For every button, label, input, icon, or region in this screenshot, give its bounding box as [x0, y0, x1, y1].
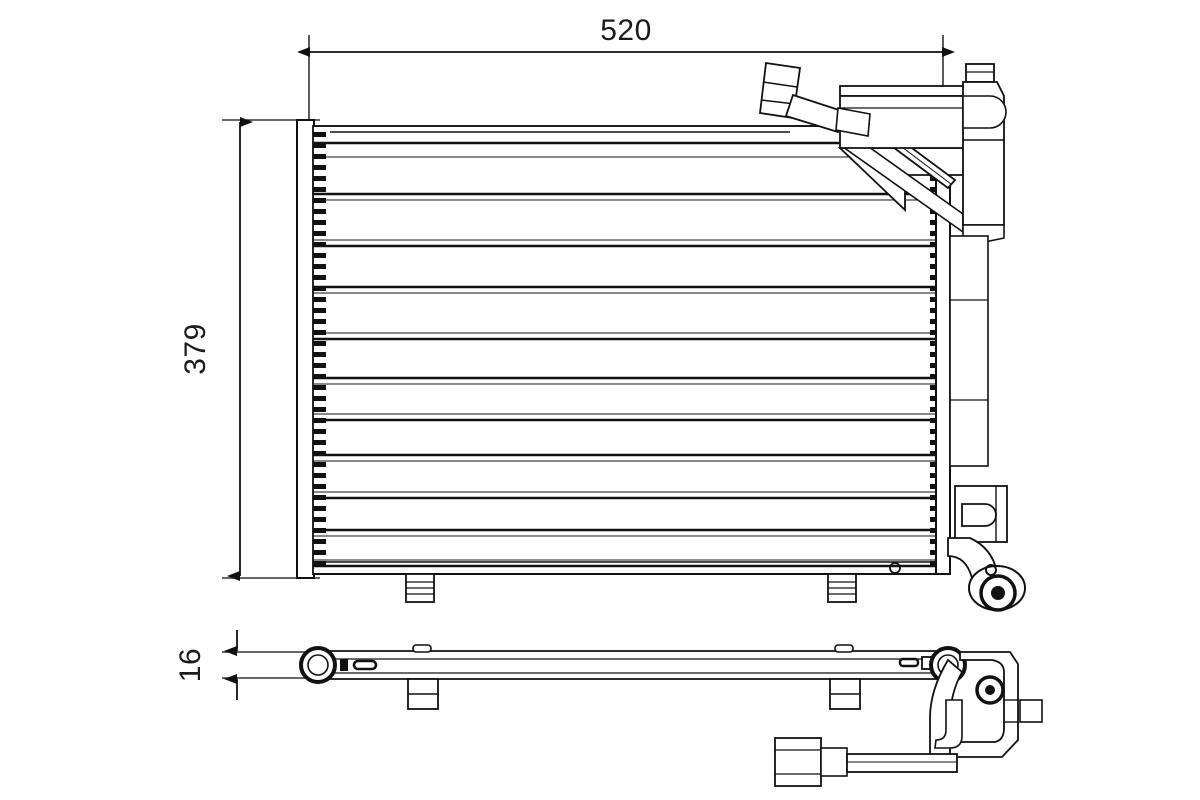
left-mount-eyelet	[299, 646, 337, 684]
port-flange	[835, 107, 871, 137]
profile-mark-square	[340, 659, 348, 671]
bracket-side-lug	[1019, 699, 1043, 723]
left-fin-teeth	[313, 132, 326, 566]
drier-cap	[965, 63, 995, 83]
fin-tooth	[313, 352, 326, 357]
fin-tooth	[313, 319, 326, 324]
fin-tooth	[313, 297, 326, 302]
fin-tooth	[313, 220, 326, 225]
fin-tooth	[313, 198, 326, 203]
profile-mark-slot	[352, 659, 378, 671]
fin-tooth	[313, 396, 326, 401]
left-header-body	[296, 119, 315, 579]
fin-tooth	[313, 165, 326, 170]
bottom-view	[299, 644, 1043, 787]
profile-body	[317, 650, 946, 680]
bottom-profile-bar	[317, 650, 946, 680]
fin-tooth	[313, 528, 326, 533]
right-header-tank	[935, 125, 951, 575]
fin-tooth	[313, 154, 326, 159]
fin-tooth	[313, 187, 326, 192]
dimension-label-height: 379	[179, 323, 212, 375]
fin-tooth	[313, 242, 326, 247]
pipe-elbow	[934, 699, 963, 749]
fin-tooth	[313, 363, 326, 368]
pipe-collar	[820, 747, 848, 777]
fin-tooth	[313, 231, 326, 236]
fin-tooth	[313, 550, 326, 555]
outlet-pipe-with-hex-fitting	[774, 699, 963, 787]
lower-mount-tab-right	[827, 573, 857, 603]
fin-tooth	[313, 308, 326, 313]
fin-tooth	[313, 517, 326, 522]
port-neck	[784, 93, 847, 134]
fin-tooth	[313, 418, 326, 423]
angled-inlet-port-block	[759, 61, 871, 137]
right-side-panel	[949, 235, 989, 467]
fin-tooth	[313, 440, 326, 445]
fin-tooth	[313, 429, 326, 434]
bracket-slot-lower	[961, 503, 997, 527]
pipe-shaft	[846, 753, 958, 773]
fin-tooth	[313, 209, 326, 214]
fin-tooth	[313, 407, 326, 412]
left-header-tank	[296, 119, 315, 579]
fin-tooth	[313, 451, 326, 456]
upper-mounting-bracket	[837, 85, 991, 234]
lower-mounting-bracket	[947, 485, 1026, 612]
fin-tooth	[313, 264, 326, 269]
locating-hole	[889, 562, 901, 574]
dimension-label-width: 520	[600, 14, 652, 47]
front-view	[296, 61, 1026, 612]
left-eyelet-bore	[307, 654, 329, 676]
fin-tooth	[313, 176, 326, 181]
fin-tooth	[313, 341, 326, 346]
core-tube-rows	[313, 141, 943, 568]
fin-tooth	[313, 484, 326, 489]
bushing-bore	[991, 586, 1005, 600]
fin-tooth	[313, 132, 326, 137]
dimension-width-520: 520	[297, 14, 955, 120]
bushing-pin	[985, 564, 997, 576]
bottom-view-tab-left	[407, 644, 439, 710]
fin-tooth	[313, 286, 326, 291]
fin-tooth	[313, 275, 326, 280]
right-header-body	[935, 125, 951, 575]
fin-tooth	[313, 462, 326, 467]
fin-tooth	[313, 253, 326, 258]
fin-tooth	[313, 143, 326, 148]
bottom-view-tab-right	[829, 644, 861, 710]
profile-mark-slot-right	[898, 657, 920, 668]
drier-elbow	[962, 95, 1007, 129]
fin-tooth	[313, 561, 326, 566]
lower-mount-tab-left	[405, 573, 435, 603]
right-panel-body	[949, 235, 989, 467]
dimension-height-379: 379	[179, 117, 320, 581]
receiver-drier-tube	[962, 63, 1007, 245]
fin-tooth	[313, 495, 326, 500]
secondary-eyelet-bore	[985, 685, 995, 695]
fin-tooth	[313, 506, 326, 511]
fin-tooth	[313, 539, 326, 544]
fin-tooth	[313, 473, 326, 478]
fin-tooth	[313, 330, 326, 335]
fin-tooth	[313, 374, 326, 379]
dimension-label-thickness: 16	[174, 648, 207, 682]
hex-fitting	[774, 737, 822, 787]
fin-tooth	[313, 385, 326, 390]
